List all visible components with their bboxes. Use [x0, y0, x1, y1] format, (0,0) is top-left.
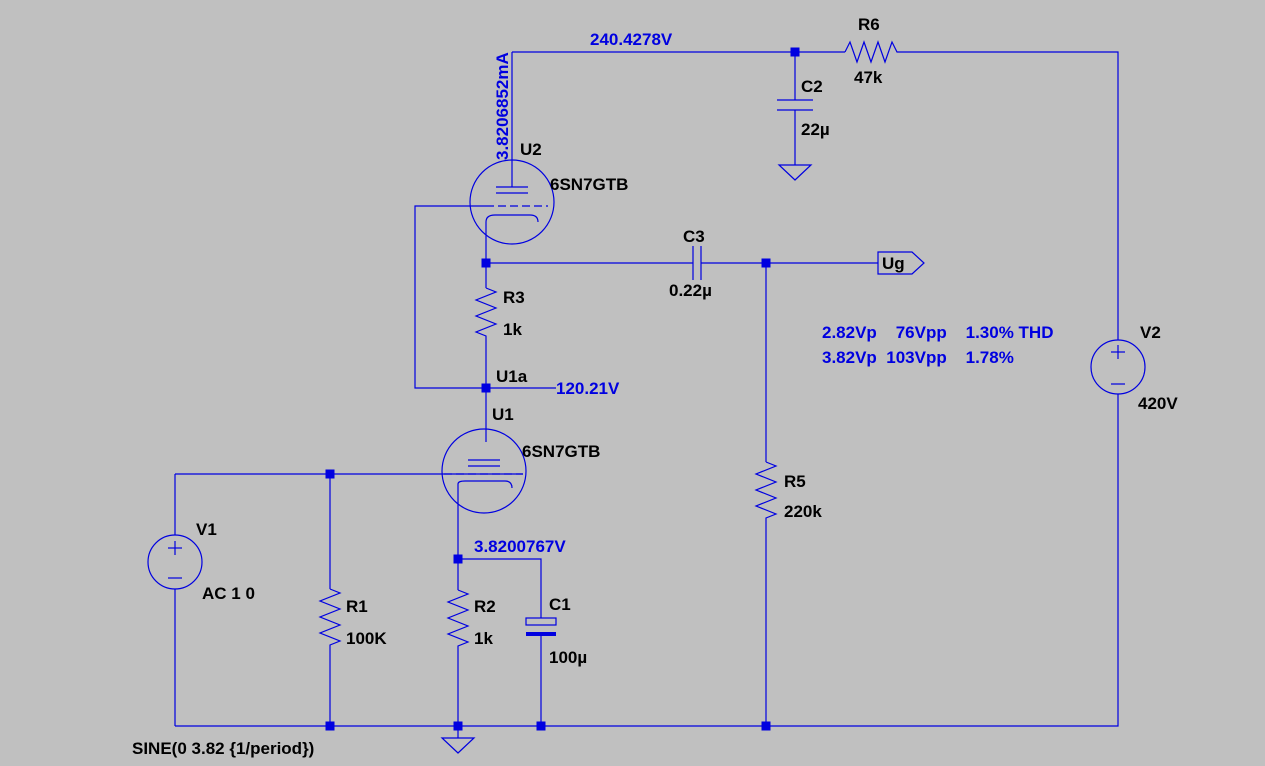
- ground-c2-icon: [777, 164, 813, 181]
- resistor-r1[interactable]: [318, 588, 342, 653]
- v2-ref: V2: [1140, 323, 1161, 342]
- triode-u2[interactable]: [469, 159, 555, 245]
- r2-ref: R2: [474, 597, 496, 616]
- wires: [174, 51, 1119, 738]
- u1a-label: U1a: [496, 367, 528, 386]
- r5-value: 220k: [784, 502, 822, 521]
- midpoint-voltage-readout: 120.21V: [556, 379, 620, 398]
- junction-output: [761, 258, 771, 268]
- c2-ref: C2: [801, 77, 823, 96]
- v1-ref: V1: [196, 520, 217, 539]
- resistor-r3[interactable]: [474, 287, 498, 340]
- u2-ref: U2: [520, 140, 542, 159]
- junction-cathode: [453, 554, 463, 564]
- note-line-2: 3.82Vp 103Vpp 1.78%: [822, 348, 1014, 367]
- source-v1[interactable]: [147, 534, 203, 590]
- v1-source-spec: SINE(0 3.82 {1/period}): [132, 739, 314, 758]
- c1-ref: C1: [549, 595, 571, 614]
- r3-ref: R3: [503, 288, 525, 307]
- c3-ref: C3: [683, 227, 705, 246]
- plate-voltage-readout: 240.4278V: [590, 30, 673, 49]
- triode-u1[interactable]: [441, 428, 527, 514]
- junction-u2-cathode: [481, 258, 491, 268]
- ug-label: Ug: [882, 254, 905, 273]
- r1-value: 100K: [346, 629, 387, 648]
- r6-value: 47k: [854, 68, 883, 87]
- c3-value: 0.22µ: [669, 281, 712, 300]
- r3-value: 1k: [503, 320, 522, 339]
- r5-ref: R5: [784, 472, 806, 491]
- capacitor-c1[interactable]: [525, 617, 557, 636]
- r1-ref: R1: [346, 597, 368, 616]
- ground-main-icon: [440, 737, 476, 754]
- c1-value: 100µ: [549, 648, 587, 667]
- ug-port-icon: [877, 251, 925, 275]
- plate-current-readout: 3.8206852mA: [493, 52, 512, 160]
- cathode-voltage-readout: 3.8200767V: [474, 537, 566, 556]
- resistor-r2[interactable]: [446, 589, 470, 652]
- junction-gnd-c1: [536, 721, 546, 731]
- u1-model: 6SN7GTB: [522, 442, 600, 461]
- u1-ref: U1: [492, 405, 514, 424]
- resistor-r5[interactable]: [754, 461, 778, 522]
- c2-value: 22µ: [801, 120, 830, 139]
- junction-u1a: [481, 383, 491, 393]
- capacitor-c2[interactable]: [777, 99, 813, 111]
- note-line-1: 2.82Vp 76Vpp 1.30% THD: [822, 323, 1053, 342]
- resistor-r6[interactable]: [844, 40, 902, 64]
- r6-ref: R6: [858, 15, 880, 34]
- v1-value: AC 1 0: [202, 584, 255, 603]
- v2-value: 420V: [1138, 394, 1178, 413]
- junction-gnd-r2: [453, 721, 463, 731]
- junction-plate: [790, 47, 800, 57]
- junction-gnd-r5: [761, 721, 771, 731]
- junction-gnd-r1: [325, 721, 335, 731]
- u2-model: 6SN7GTB: [550, 175, 628, 194]
- capacitor-c3[interactable]: [692, 246, 702, 280]
- source-v2[interactable]: [1090, 339, 1146, 395]
- junctions: [325, 47, 800, 731]
- junction-grid: [325, 469, 335, 479]
- r2-value: 1k: [474, 629, 493, 648]
